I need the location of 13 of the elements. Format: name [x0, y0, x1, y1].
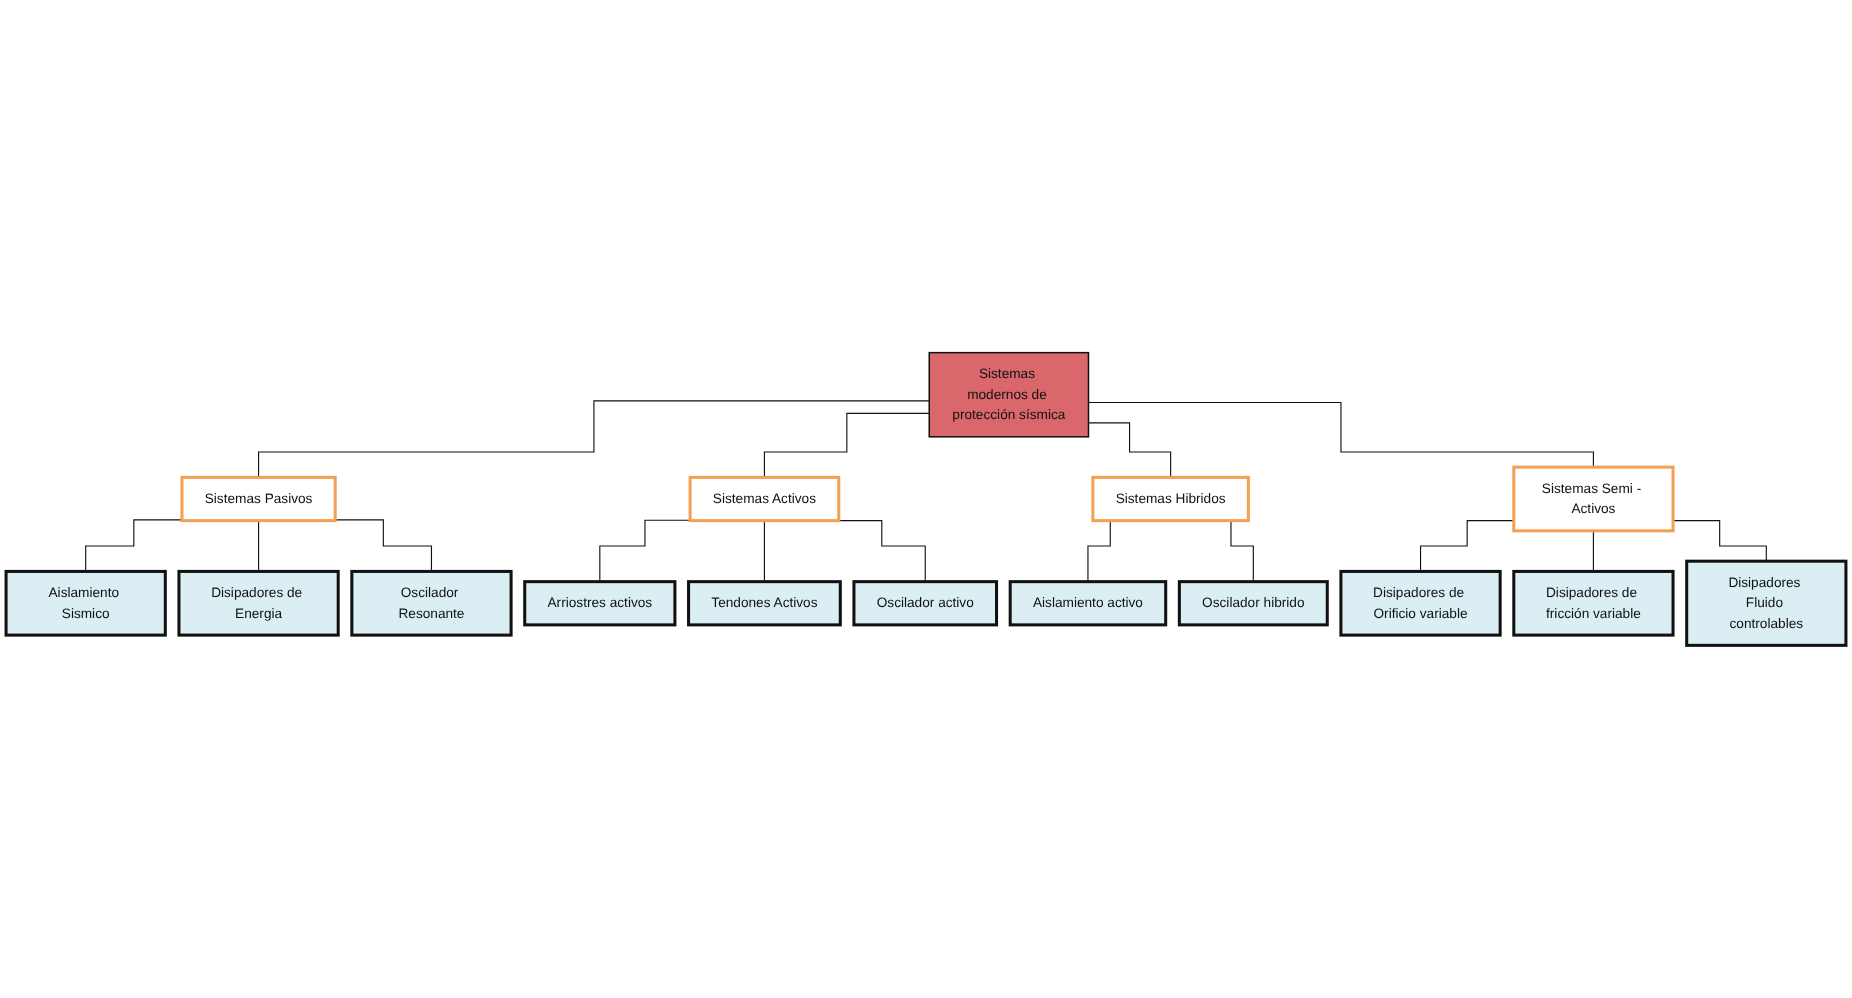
connector: [85, 519, 183, 572]
connector: [837, 520, 926, 583]
connector: [1672, 520, 1767, 562]
connector: [258, 520, 260, 572]
connector: [599, 519, 691, 583]
connector: [1087, 422, 1172, 478]
connector: [258, 400, 930, 478]
connector: [1087, 401, 1594, 468]
connector: [1419, 520, 1515, 572]
connector: [763, 412, 930, 478]
connector: [334, 519, 433, 572]
connector: [1592, 530, 1594, 572]
connector: [763, 520, 765, 583]
